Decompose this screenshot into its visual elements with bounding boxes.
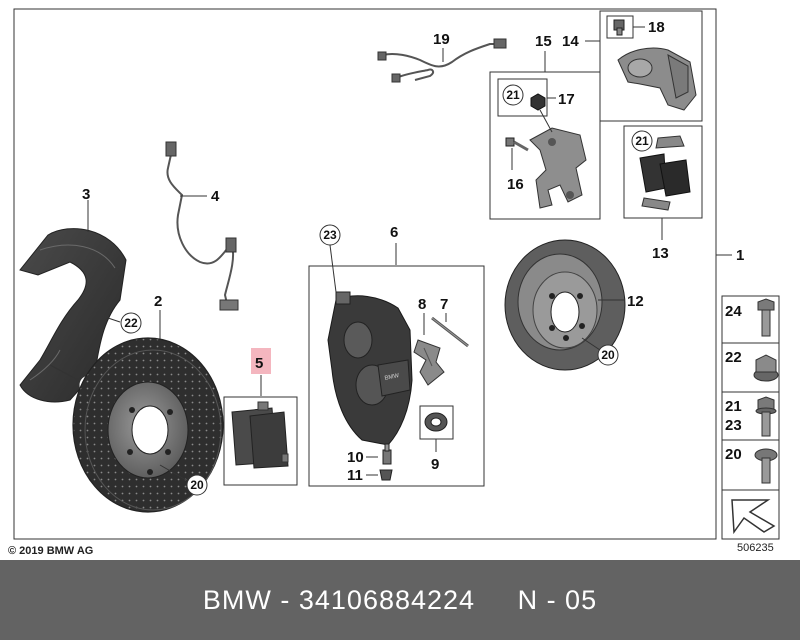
carrier-bracket-part-15[interactable] [529, 109, 587, 209]
part-number-6: 6 [390, 224, 398, 241]
nut-part-22[interactable] [753, 354, 779, 382]
carrier-box [489, 71, 601, 220]
svg-text:BMW: BMW [384, 373, 400, 382]
callout-22-shield [120, 312, 142, 334]
nut-part-17[interactable] [530, 93, 546, 111]
wear-sensor-part-4[interactable] [165, 141, 239, 311]
part-number-5: 5 [255, 355, 263, 372]
callout-20-rear-disc [597, 344, 619, 366]
part-number-22-list: 22 [725, 349, 742, 366]
rear-wear-sensor-part-19[interactable] [377, 38, 507, 83]
part-number-13: 13 [652, 245, 669, 262]
callout-21-pads [631, 130, 653, 152]
part-number-9: 9 [431, 456, 439, 473]
rear-brake-pads-part-13[interactable] [639, 135, 691, 211]
spring-clip-part-8[interactable] [413, 339, 445, 386]
drawing-id: 506235 [737, 542, 774, 554]
bolt-part-24[interactable] [757, 298, 775, 337]
part-number-20-disc: 20 [190, 478, 204, 492]
part-number-12: 12 [627, 293, 644, 310]
part-number-10: 10 [347, 449, 364, 466]
guide-pin-part-7[interactable] [431, 316, 469, 348]
part-number-1: 1 [736, 247, 744, 264]
part-number-7: 7 [440, 296, 448, 313]
bleeder-part-18[interactable] [613, 19, 625, 36]
brake-pads-box [223, 396, 298, 486]
part-number-8: 8 [418, 296, 426, 313]
dust-cap-part-11[interactable] [379, 469, 393, 481]
part-number-2: 2 [154, 293, 162, 310]
part-number-3: 3 [82, 186, 90, 203]
screw-part-20[interactable] [754, 448, 778, 484]
footer-part-text: BMW - 34106884224 N - 05 [202, 584, 598, 615]
part-number-18: 18 [648, 19, 665, 36]
part-number-22-shield: 22 [124, 316, 138, 330]
part-number-4: 4 [211, 188, 220, 205]
part-number-24-list: 24 [725, 303, 742, 320]
callout-20-disc [186, 474, 208, 496]
rear-caliper-box [599, 10, 703, 122]
fastener-column [721, 295, 780, 540]
rear-pads-box [623, 125, 703, 219]
callout-21-carrier [502, 84, 524, 106]
brake-caliper-part-6[interactable]: BMW [327, 291, 413, 446]
part-number-23-list: 23 [725, 417, 742, 434]
part-number-21-carrier: 21 [506, 88, 520, 102]
rear-caliper-part-14[interactable] [617, 47, 697, 111]
bolt-part-21-23[interactable] [755, 396, 777, 437]
brake-disc-part-2[interactable] [72, 337, 224, 513]
part-number-footer: BMW - 34106884224 N - 05 [0, 560, 800, 640]
rear-disc-part-12[interactable] [504, 239, 626, 371]
copyright-text: © 2019 BMW AG [8, 545, 93, 557]
brake-shield-part-3[interactable] [19, 228, 127, 403]
part-number-21-list: 21 [725, 398, 742, 415]
part-number-23: 23 [323, 228, 337, 242]
parts-diagram: 3 22 24 4 2 20 5 6 23 [8, 8, 780, 557]
part-number-11: 11 [347, 467, 363, 484]
part-number-17: 17 [558, 91, 575, 108]
bleed-screw-part-10[interactable] [382, 443, 392, 465]
bolt-part-16[interactable] [505, 137, 529, 152]
part-number-20-list: 20 [725, 446, 742, 463]
part-number-14: 14 [562, 33, 579, 50]
caliper-box [308, 265, 485, 487]
part-number-21-pads: 21 [635, 134, 649, 148]
part-number-19: 19 [433, 31, 450, 48]
seal-part-9[interactable] [424, 412, 448, 432]
brake-pads-part-5[interactable] [231, 401, 289, 469]
main-frame [13, 8, 717, 540]
direction-arrow-icon [731, 499, 776, 535]
part-number-20-rear-disc: 20 [601, 348, 615, 362]
part-number-15: 15 [535, 33, 552, 50]
part-number-16: 16 [507, 176, 524, 193]
highlight-part-5[interactable] [251, 348, 271, 374]
